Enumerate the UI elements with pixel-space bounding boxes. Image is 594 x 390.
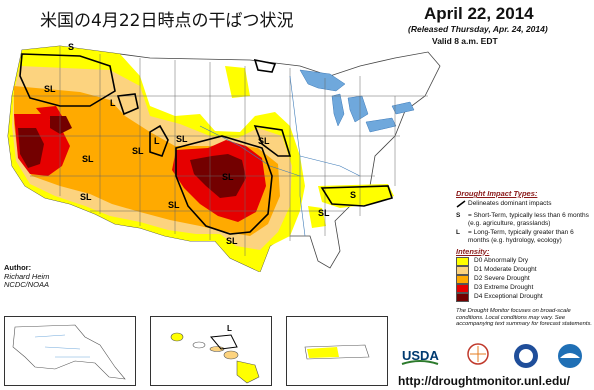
impact-l-text: = Long-Term, typically greater than 6 mo…	[468, 229, 574, 244]
map-label-s-tennessee: S	[350, 190, 356, 200]
website-url[interactable]: http://droughtmonitor.unl.edu/	[398, 374, 570, 388]
map-label-sl-nebraska: SL	[258, 136, 270, 146]
puerto-rico-d0	[307, 347, 339, 358]
intensity-row: D0 Abnormally Dry	[456, 256, 592, 266]
author-block: Author: Richard Heim NCDC/NOAA	[4, 263, 50, 290]
intensity-row: D2 Severe Drought	[456, 274, 592, 284]
disclaimer-note: The Drought Monitor focuses on broad-sca…	[456, 308, 592, 328]
alaska-land	[12, 324, 126, 380]
impact-s-key: S	[456, 212, 461, 220]
map-label-sl-colorado: SL	[176, 134, 188, 144]
author-org: NCDC/NOAA	[4, 280, 50, 289]
map-label-sl-kansas: SL	[222, 172, 234, 182]
agency-logos: USDA	[398, 340, 594, 372]
map-label-l-idaho: L	[110, 98, 116, 108]
great-lakes	[299, 69, 415, 133]
map-label-sl-arizona: SL	[80, 192, 92, 202]
impact-line-text: Delineates dominant impacts	[468, 199, 552, 207]
impact-line-icon	[456, 199, 468, 211]
intensity-row: D1 Moderate Drought	[456, 265, 592, 275]
impact-s-row: S = Short-Term, typically less than 6 mo…	[456, 212, 592, 227]
legend: Drought Impact Types: Delineates dominan…	[456, 190, 592, 302]
d4-region-california	[18, 128, 44, 168]
intensity-header: Intensity:	[456, 246, 490, 256]
svg-text:USDA: USDA	[402, 348, 439, 363]
d4-region-nevada	[50, 116, 72, 134]
hawaii-island-oahu	[192, 341, 206, 349]
valid-time: Valid 8 a.m. EDT	[432, 36, 498, 46]
state-borders	[10, 46, 428, 256]
intensity-label: D3 Extreme Drought	[474, 284, 534, 292]
intensity-swatch	[456, 283, 469, 293]
page-title: 米国の4月22日時点の干ばつ状況	[40, 11, 294, 31]
impact-lines	[19, 53, 394, 235]
intensity-label: D4 Exceptional Drought	[474, 293, 543, 301]
puerto-rico-inset	[286, 316, 388, 386]
d0-region-texas-coast	[308, 206, 326, 228]
doc-seal-logo	[558, 344, 582, 368]
hawaii-island-maui	[223, 350, 239, 360]
map-label-s-northwest: S	[68, 42, 74, 52]
release-date: (Released Thursday, Apr. 24, 2014)	[408, 24, 548, 34]
d0-region-southeast	[318, 184, 394, 208]
hawaii-inset: L	[150, 316, 272, 386]
impact-line-row: Delineates dominant impacts	[456, 200, 592, 211]
ndmc-logo	[467, 343, 489, 365]
impact-header: Drought Impact Types:	[456, 189, 538, 198]
d0-region-north	[225, 66, 250, 98]
intensity-swatch	[456, 274, 469, 284]
map-label-l-wyoming: L	[154, 136, 160, 146]
hawaii-island-kauai	[170, 332, 184, 342]
hawaii-impact-label: L	[227, 324, 232, 333]
impact-l-key: L	[456, 229, 460, 237]
map-label-sl-texas: SL	[226, 236, 238, 246]
intensity-row: D4 Exceptional Drought	[456, 292, 592, 302]
intensity-swatch	[456, 265, 469, 275]
intensity-swatch	[456, 256, 469, 266]
map-date: April 22, 2014	[424, 4, 534, 23]
author-name: Richard Heim	[4, 271, 50, 281]
intensity-row: D3 Extreme Drought	[456, 283, 592, 293]
alaska-inset	[4, 316, 136, 386]
map-label-sl-newmexico: SL	[168, 200, 180, 210]
map-label-sl-utah: SL	[132, 146, 144, 156]
drought-map: S SL L SL SL SL L SL SL SL SL SL SL S	[7, 42, 441, 272]
intensity-swatch	[456, 292, 469, 302]
noaa-seal-logo	[514, 344, 538, 368]
impact-l-row: L = Long-Term, typically greater than 6 …	[456, 229, 592, 244]
impact-s-text: = Short-Term, typically less than 6 mont…	[468, 212, 589, 227]
hawaii-island-big	[236, 360, 260, 384]
intensity-label: D1 Moderate Drought	[474, 266, 537, 274]
intensity-label: D2 Severe Drought	[474, 275, 530, 283]
usda-logo: USDA	[400, 346, 440, 366]
intensity-label: D0 Abnormally Dry	[474, 257, 529, 265]
author-label: Author:	[4, 263, 32, 272]
map-label-sl-nevada: SL	[82, 154, 94, 164]
map-label-sl-oregon: SL	[44, 84, 56, 94]
map-label-sl-louisiana: SL	[318, 208, 330, 218]
